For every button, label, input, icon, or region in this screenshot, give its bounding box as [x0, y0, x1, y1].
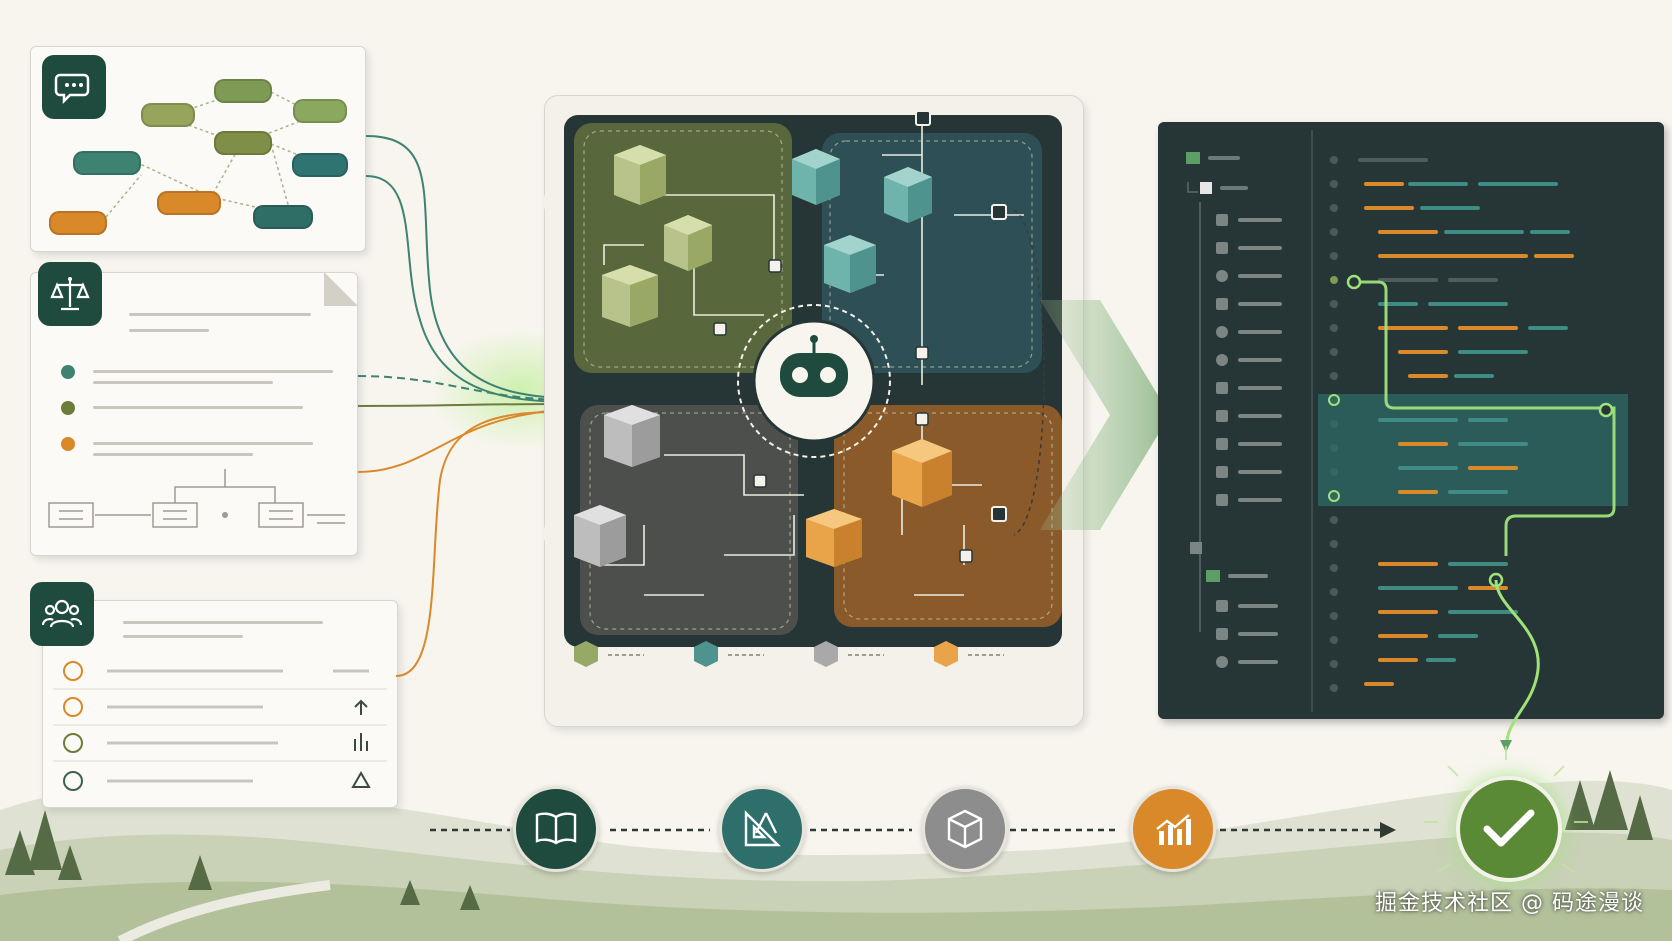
graph-node	[141, 103, 195, 127]
graph-node	[73, 151, 141, 175]
flow-diagram	[48, 469, 345, 528]
cube-icon	[806, 439, 952, 567]
ruler-compass-icon	[719, 786, 805, 872]
agent-core-diagram	[544, 110, 1062, 667]
bullet	[61, 365, 75, 379]
check-glow	[1424, 746, 1588, 873]
bar-chart-icon	[1130, 786, 1216, 872]
graph-node	[157, 191, 221, 215]
checklist-rows	[53, 661, 387, 791]
graph-node	[214, 79, 272, 103]
process-connector	[430, 822, 1396, 838]
graph-node	[49, 211, 107, 235]
cube-icon	[792, 149, 932, 293]
graph-node	[293, 99, 347, 123]
cube-icon	[602, 145, 712, 327]
balance-scale-icon	[38, 262, 102, 326]
graph-node	[214, 131, 272, 155]
bullet	[61, 401, 75, 415]
graph-node	[292, 153, 348, 177]
chat-graph-card	[30, 46, 366, 252]
legend	[574, 641, 1004, 667]
cube-icon	[574, 405, 660, 567]
team-icon	[30, 582, 94, 646]
cube-icon	[922, 786, 1008, 872]
chat-bubbles-icon	[42, 55, 106, 119]
checkmark-icon	[1456, 776, 1562, 882]
watermark: 掘金技术社区 @ 码途漫谈	[1375, 891, 1644, 916]
team-checklist-card	[42, 600, 398, 808]
completion-path	[1494, 580, 1540, 752]
robot-icon	[780, 335, 848, 397]
book-icon	[513, 786, 599, 872]
code-editor-content	[1186, 130, 1628, 712]
page-fold	[324, 272, 358, 306]
bullet	[61, 437, 75, 451]
graph-node	[253, 205, 313, 229]
chevron-right-icon	[1040, 300, 1170, 530]
